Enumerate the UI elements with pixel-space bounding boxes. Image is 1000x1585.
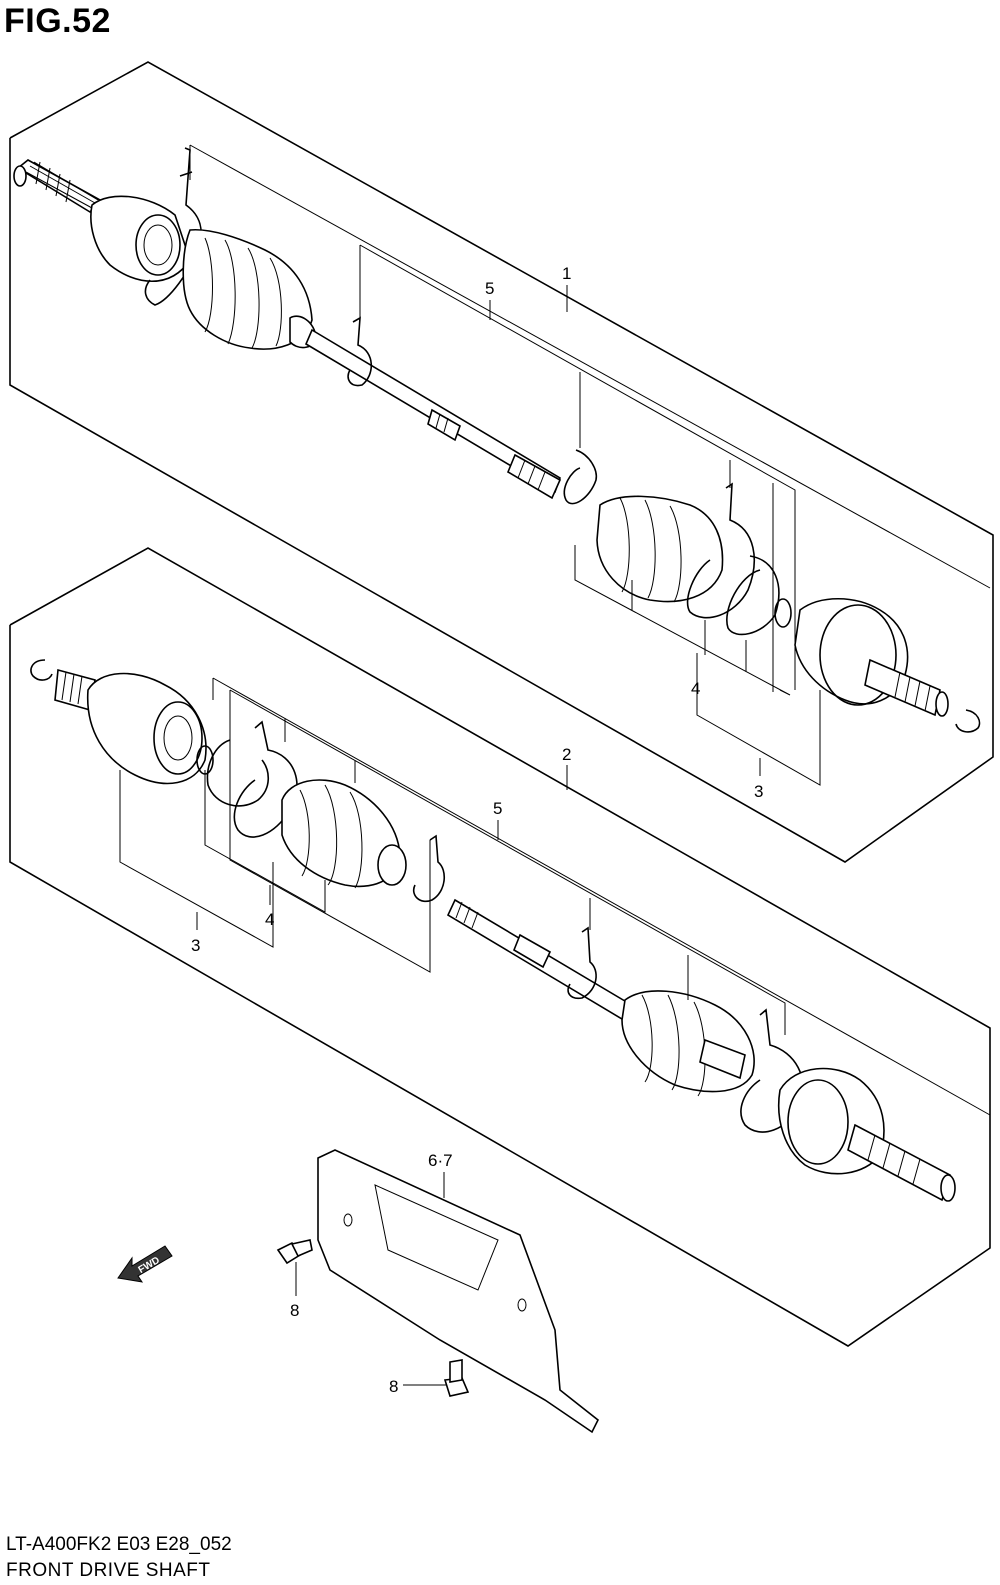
callout-8-left: 8 xyxy=(290,1301,299,1320)
upper-assembly-frame xyxy=(9,61,994,863)
bolt-bottom xyxy=(443,1359,470,1397)
figure-code: LT-A400FK2 E03 E28_052 xyxy=(6,1534,232,1555)
callout-5-lower: 5 xyxy=(493,799,502,818)
leader-lines xyxy=(119,144,991,1386)
callout-2: 2 xyxy=(562,745,571,764)
bolt-left xyxy=(276,1239,313,1265)
lower-drive-shaft xyxy=(30,659,956,1202)
figure-title: FIG.52 xyxy=(4,2,111,40)
callout-3-lower: 3 xyxy=(191,936,200,955)
fwd-arrow-icon: FWD xyxy=(117,1245,173,1283)
fwd-label: FWD xyxy=(137,1255,162,1276)
drive-shaft-guard xyxy=(317,1149,600,1434)
callout-4-upper: 4 xyxy=(691,679,700,698)
callout-5-upper: 5 xyxy=(485,279,494,298)
lower-assembly-frame xyxy=(9,547,991,1347)
figure-name: FRONT DRIVE SHAFT xyxy=(6,1560,211,1581)
callout-8-bottom: 8 xyxy=(389,1377,398,1396)
upper-drive-shaft xyxy=(13,147,981,733)
callout-3-upper: 3 xyxy=(754,782,763,801)
callout-1: 1 xyxy=(562,264,571,283)
callout-4-lower: 4 xyxy=(265,910,274,929)
callout-6-7: 6·7 xyxy=(428,1151,453,1170)
